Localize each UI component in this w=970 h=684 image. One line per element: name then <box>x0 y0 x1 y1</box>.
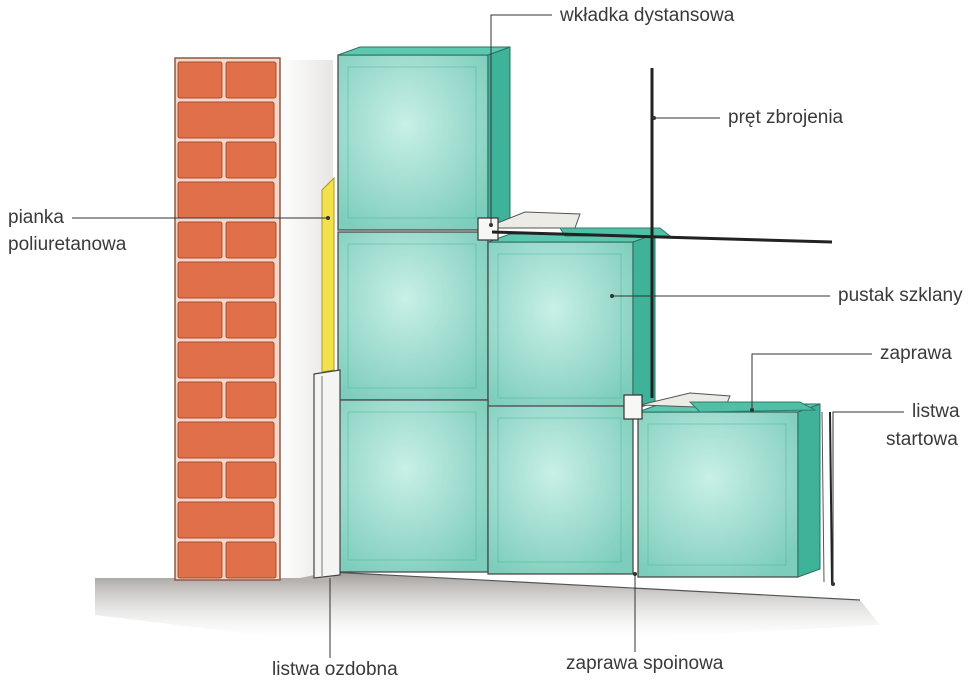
glass-block <box>637 411 799 578</box>
brick <box>225 61 277 99</box>
brick <box>177 61 223 99</box>
leader-dots <box>326 116 835 586</box>
brick <box>225 541 277 579</box>
label-rebar: pręt zbrojenia <box>728 107 844 128</box>
leader-lines <box>72 14 904 658</box>
label-foam-line1: pianka <box>8 207 64 228</box>
glass-block-side <box>797 403 821 578</box>
brick <box>177 221 223 259</box>
floor <box>95 571 880 640</box>
label-trim: listwa ozdobna <box>272 659 398 680</box>
brick <box>225 381 277 419</box>
leader-starter-strip <box>832 411 904 584</box>
leader-mortar <box>751 353 872 410</box>
reinforcement-bar <box>491 68 833 398</box>
label-foam-line2: poliuretanowa <box>8 234 127 255</box>
brick <box>177 381 223 419</box>
spacer-inserts <box>477 217 643 420</box>
label-starter-line2: startowa <box>886 429 958 450</box>
brick <box>177 501 275 539</box>
brick <box>225 301 277 339</box>
polyurethane-foam <box>321 176 335 373</box>
brick <box>177 261 275 299</box>
glass-block <box>337 231 489 401</box>
starter-strip <box>821 411 833 585</box>
glass-blocks <box>337 46 821 578</box>
glass-block-top <box>337 46 511 56</box>
brick <box>177 341 275 379</box>
brick <box>177 141 223 179</box>
glass-block <box>337 54 489 231</box>
label-joint-mortar: zaprawa spoinowa <box>566 653 724 674</box>
brick <box>225 461 277 499</box>
glass-block <box>487 405 634 575</box>
brick <box>177 301 223 339</box>
brick <box>177 461 223 499</box>
brick <box>177 421 275 459</box>
label-mortar: zaprawa <box>880 343 952 364</box>
leader-spacer <box>490 14 552 225</box>
glass-block <box>487 241 634 411</box>
brick-wall <box>174 57 281 581</box>
brick <box>225 221 277 259</box>
label-starter-line1: listwa <box>912 401 960 422</box>
brick <box>177 181 275 219</box>
label-spacer: wkładka dystansowa <box>560 5 735 26</box>
brick <box>177 101 275 139</box>
brick <box>177 541 223 579</box>
glass-block <box>337 399 489 573</box>
brick <box>225 141 277 179</box>
label-glass-block: pustak szklany <box>838 285 963 306</box>
decorative-trim <box>313 369 341 579</box>
